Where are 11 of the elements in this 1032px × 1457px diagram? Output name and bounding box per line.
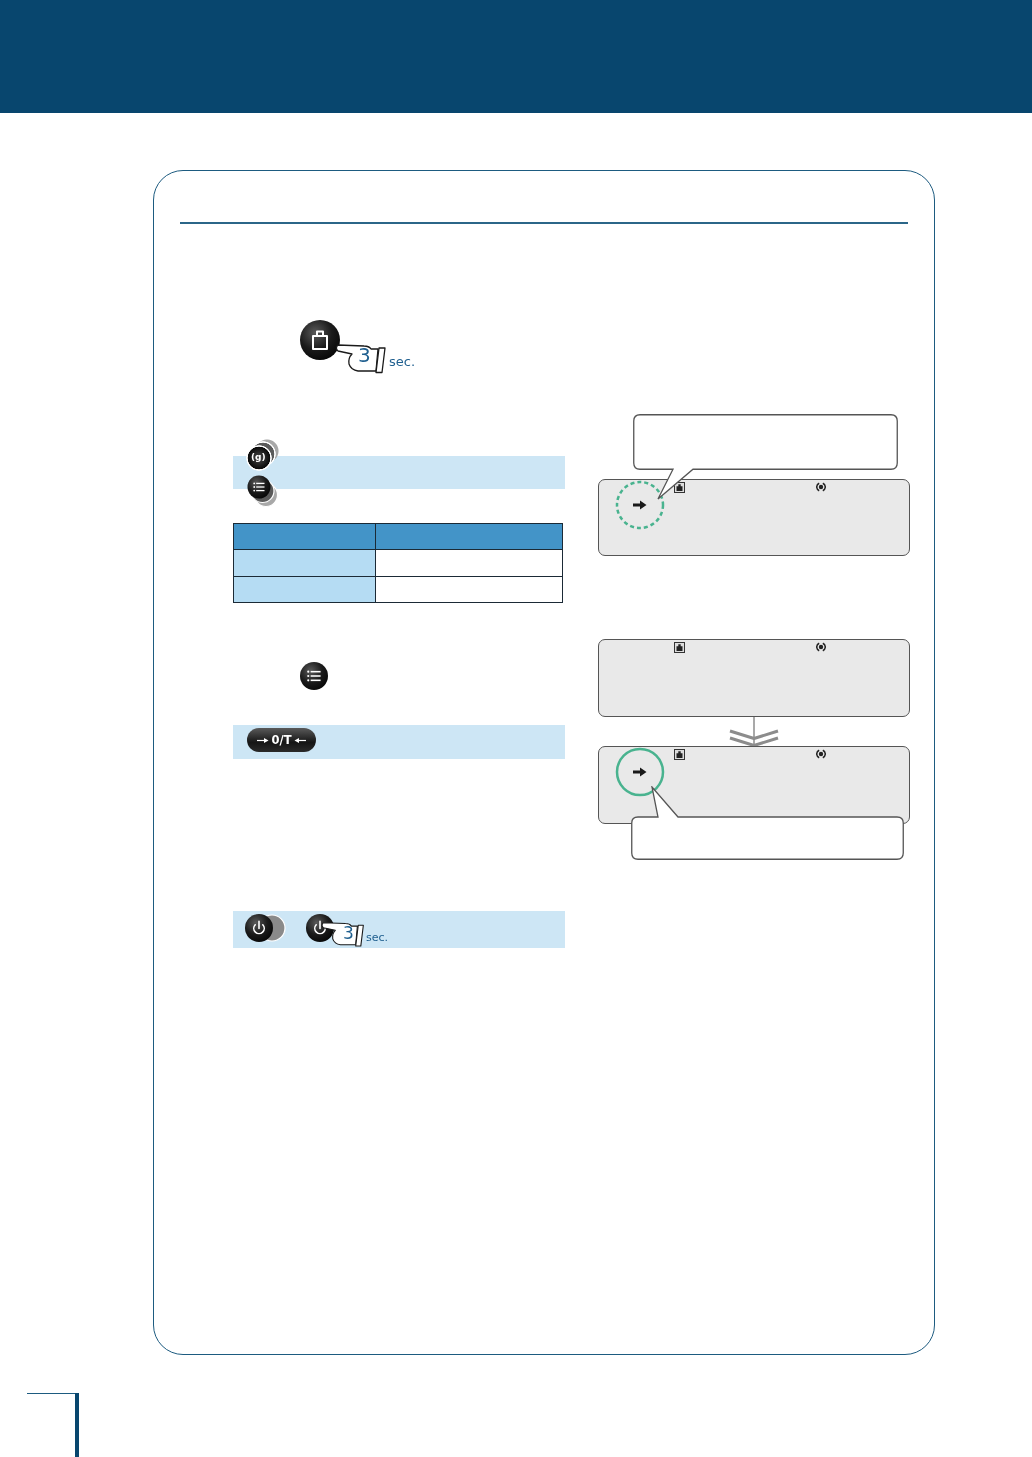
press-duration-number: 3 [358,345,371,365]
speech-bubble [633,414,898,500]
speech-bubble [631,786,904,860]
unit-button: (g) [246,439,280,472]
display-panel [598,639,910,717]
display-panel [598,746,910,824]
zero-tare-button: 0/T [247,728,316,752]
seconds-unit-text: sec. [366,932,389,945]
seconds-unit-text: sec. [389,355,416,370]
display-panel [598,479,910,556]
press-duration-number: 3 [343,925,354,942]
